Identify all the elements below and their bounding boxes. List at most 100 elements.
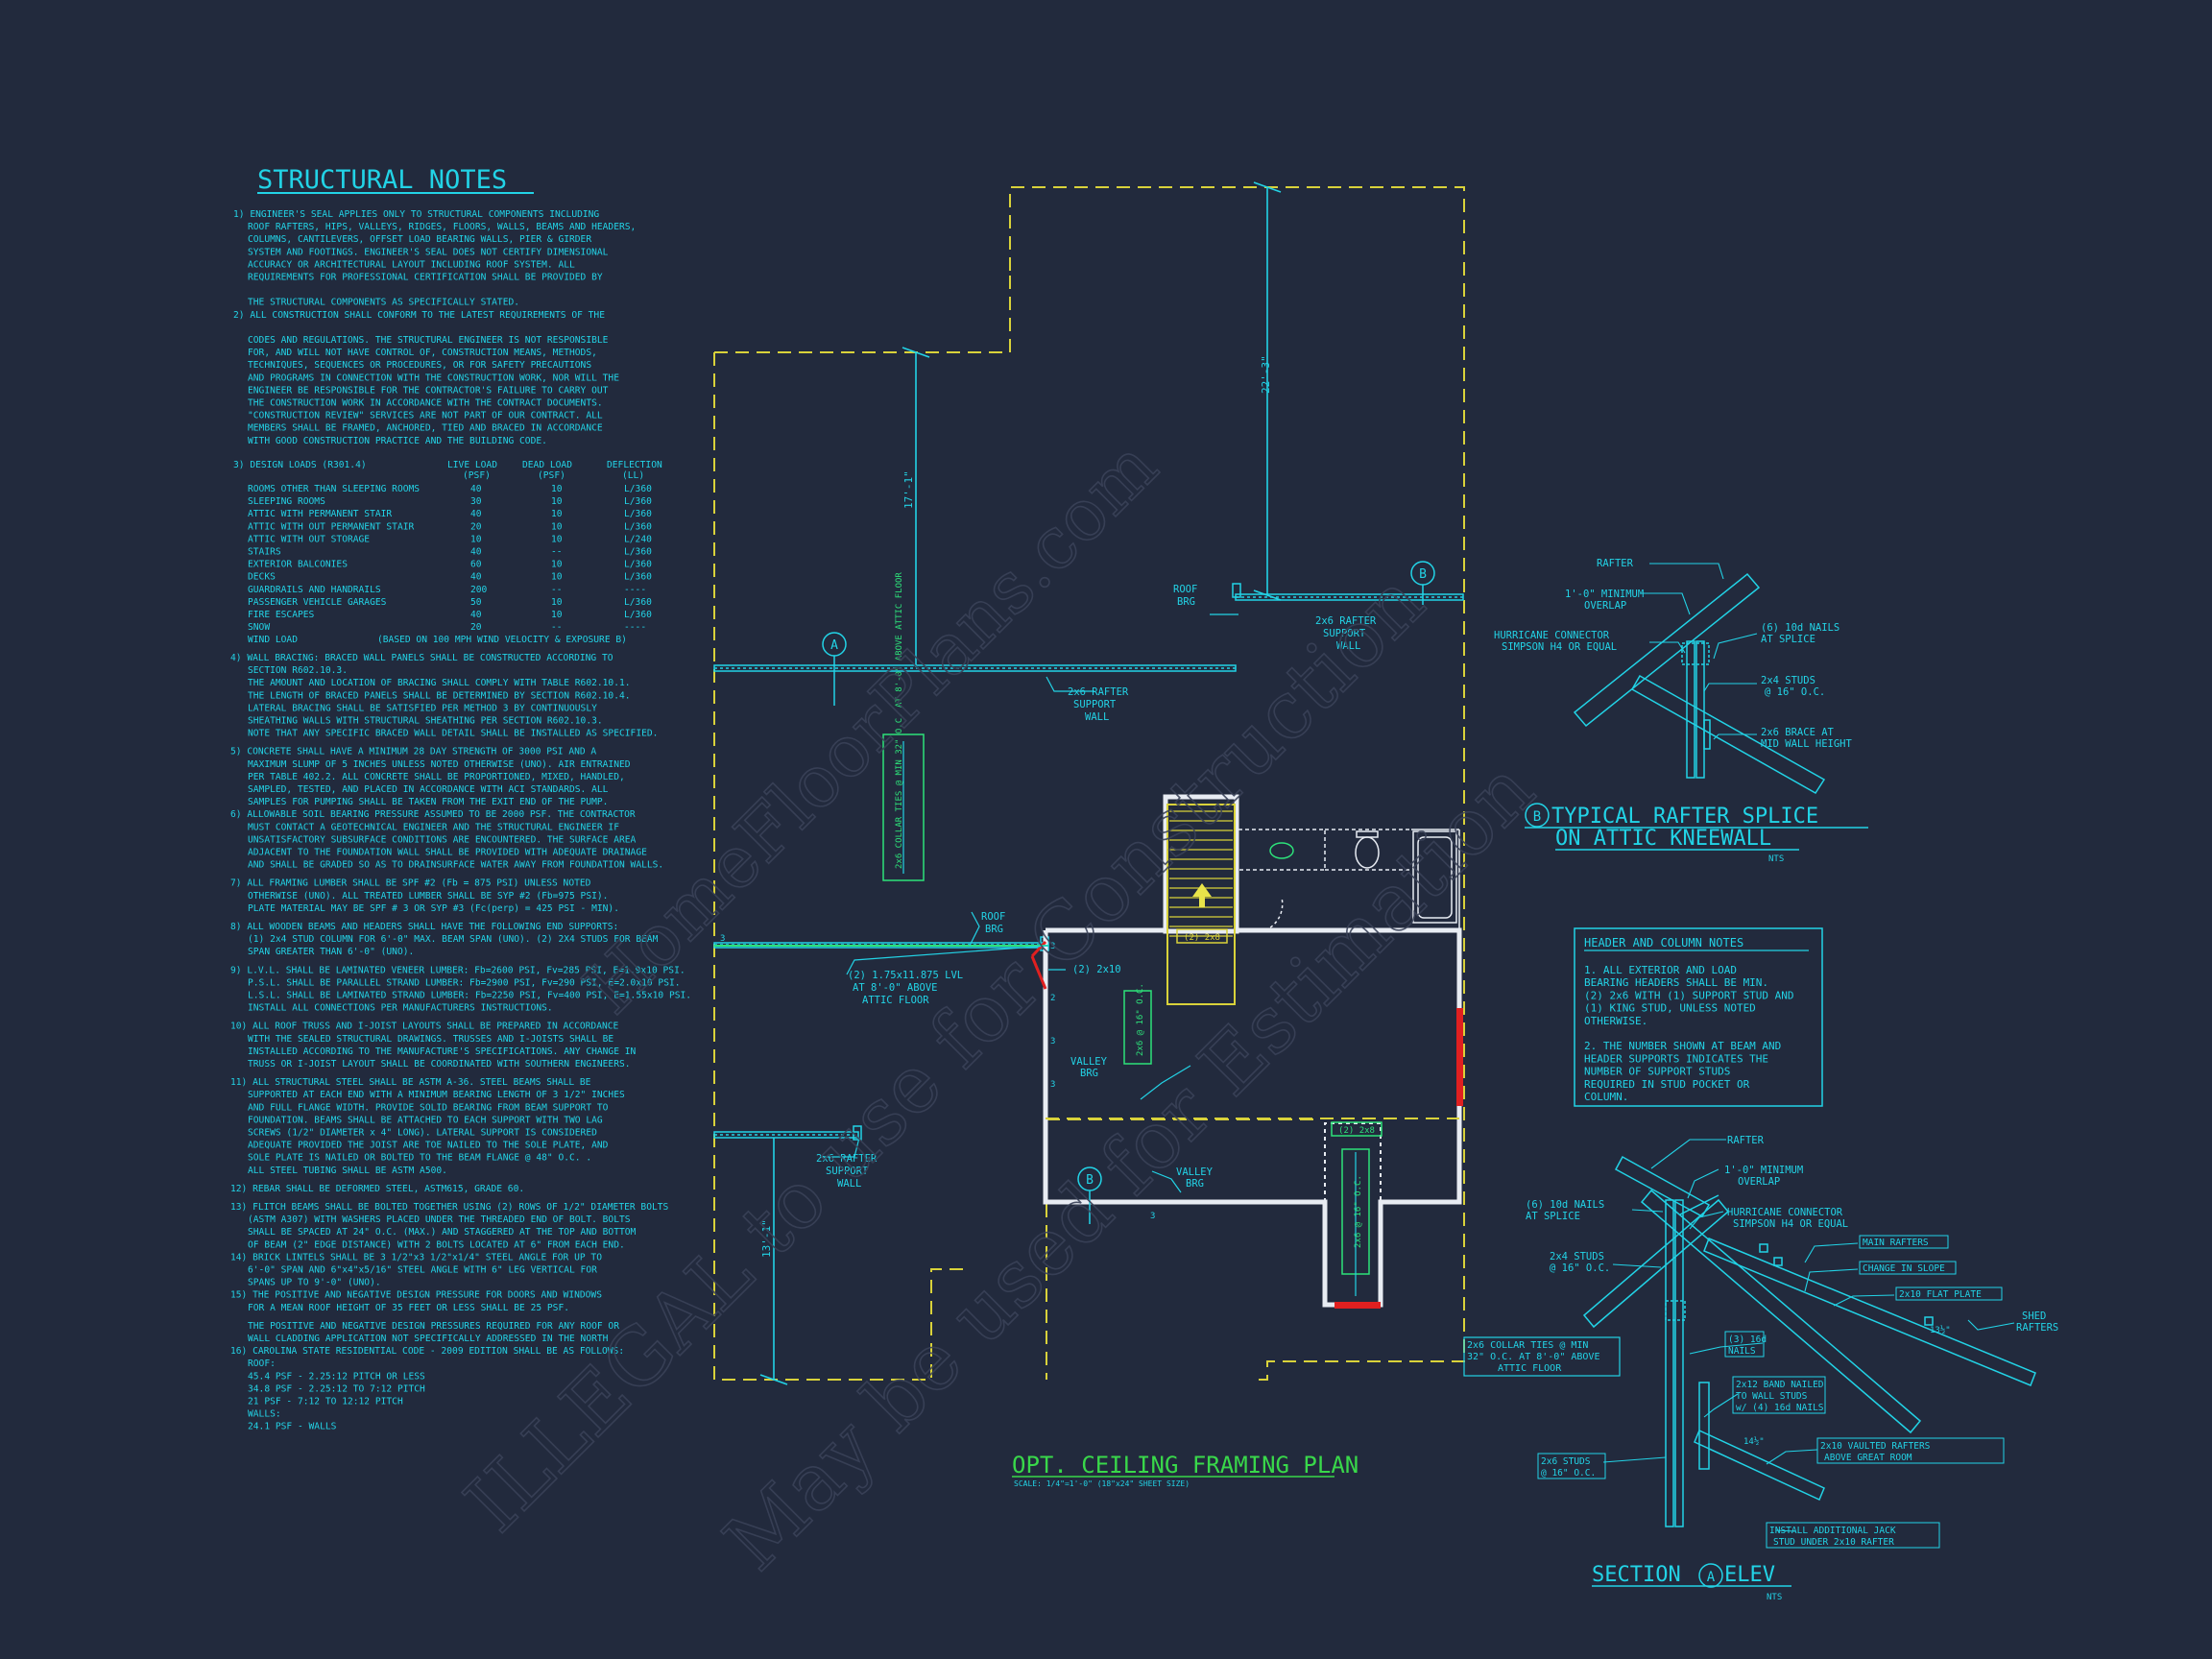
note-line: TRUSS OR I-JOIST LAYOUT SHALL BE COORDIN… — [248, 1059, 631, 1070]
detail-b-nts: NTS — [1768, 854, 1784, 864]
loads-cell: 10 — [551, 509, 563, 519]
section-a-marker-circle — [1698, 1563, 1723, 1588]
section-a-nails2-1: (3) 16d — [1728, 1334, 1767, 1345]
section-a-nails-1: (6) 10d NAILS — [1526, 1199, 1604, 1211]
stud-count-4: 3 — [1050, 1037, 1055, 1046]
stair-header-label: (2) 2x8 — [1184, 933, 1220, 943]
loads-header-cell: DEAD LOAD — [522, 460, 572, 470]
collar-tie-callout: 2x6 COLLAR TIES @ MIN 32" O.C. AT 8'-0" … — [1463, 1336, 1621, 1377]
loads-cell: 40 — [470, 572, 482, 583]
note-line: P.S.L. SHALL BE PARALLEL STRAND LUMBER: … — [248, 977, 681, 988]
loads-cell: L/360 — [624, 484, 652, 494]
note-line: SUPPORTED AT EACH END WITH A MINIMUM BEA… — [248, 1090, 625, 1100]
loads-subheader-cell: (LL) — [622, 470, 644, 481]
note-line: PLATE MATERIAL MAY BE SPF # 3 OR SYP #3 … — [248, 903, 619, 914]
loads-cell: EXTERIOR BALCONIES — [248, 560, 348, 570]
note-line: ROOF: — [248, 1358, 276, 1369]
structural-notes: STRUCTURAL NOTES 1) ENGINEER'S SEAL APPL… — [230, 165, 691, 1432]
detail-b-overlap-1: 1'-0" MINIMUM — [1565, 589, 1644, 600]
note-line: NOTE THAT ANY SPECIFIC BRACED WALL DETAI… — [248, 729, 658, 739]
grid-marker-b-1: B — [1419, 567, 1427, 582]
dim-left-upper: 17'-1" — [902, 470, 915, 509]
lvl-label-b: AT 8'-0" ABOVE — [853, 982, 938, 994]
note-line: 24.1 PSF - WALLS — [248, 1422, 337, 1432]
loads-cell: L/360 — [624, 521, 652, 532]
valley-brg-2a: VALLEY — [1176, 1166, 1214, 1178]
note-line: INSTALL ALL CONNECTIONS PER MANUFACTURER… — [248, 1003, 553, 1014]
loads-cell: GUARDRAILS AND HANDRAILS — [248, 585, 381, 595]
valley-brg-2b: BRG — [1186, 1178, 1204, 1190]
section-a-flat-plate: 2x10 FLAT PLATE — [1899, 1289, 1982, 1300]
loads-cell: L/360 — [624, 572, 652, 583]
note-line: L.S.L. SHALL BE LAMINATED STRAND LUMBER:… — [248, 991, 691, 1001]
detail-b-lines — [1573, 572, 1826, 795]
toilet-bowl-icon — [1355, 836, 1380, 869]
section-a-hurricane-2: SIMPSON H4 OR EQUAL — [1733, 1218, 1848, 1230]
detail-b-studs-1: 2x4 STUDS — [1761, 675, 1815, 686]
note-line: 12) REBAR SHALL BE DEFORMED STEEL, ASTM6… — [230, 1184, 524, 1194]
note-line: 2) ALL CONSTRUCTION SHALL CONFORM TO THE… — [233, 310, 605, 321]
section-a-vaulted-2: ABOVE GREAT ROOM — [1824, 1453, 1912, 1463]
loads-cell: 10 — [551, 534, 563, 544]
loads-cell: 40 — [470, 509, 482, 519]
note-line: AND FULL FLANGE WIDTH. PROVIDE SOLID BEA… — [248, 1102, 609, 1113]
section-a-studs2-1: 2x6 STUDS — [1541, 1456, 1591, 1467]
plan-title: OPT. CEILING FRAMING PLAN — [1012, 1452, 1358, 1479]
loads-cell: ATTIC WITH OUT PERMANENT STAIR — [248, 521, 415, 532]
section-a-nails-2: AT SPLICE — [1526, 1211, 1580, 1222]
detail-b-marker-circle — [1525, 803, 1550, 828]
section-a-overlap-1: 1'-0" MINIMUM — [1724, 1165, 1803, 1176]
loads-cell: L/240 — [624, 534, 652, 544]
note-line: THE CONSTRUCTION WORK IN ACCORDANCE WITH… — [248, 398, 603, 409]
dimension-lines — [759, 181, 1282, 1385]
loads-cell: 10 — [551, 484, 563, 494]
detail-b-hurricane-2: SIMPSON H4 OR EQUAL — [1502, 641, 1617, 653]
detail-b-brace-2: MID WALL HEIGHT — [1761, 738, 1853, 750]
header-note-line: 1. ALL EXTERIOR AND LOAD — [1584, 964, 1737, 976]
note-line: 4) WALL BRACING: BRACED WALL PANELS SHAL… — [230, 653, 613, 663]
notes-block-1: 1) ENGINEER'S SEAL APPLIES ONLY TO STRUC… — [233, 209, 636, 446]
sink-icon — [1269, 842, 1294, 859]
section-a-studs-2: @ 16" O.C. — [1550, 1262, 1610, 1274]
header-note-line: COLUMN. — [1584, 1091, 1628, 1103]
loads-cell: ROOMS OTHER THAN SLEEPING ROOMS — [248, 484, 420, 494]
section-a-rafter: RAFTER — [1727, 1135, 1765, 1146]
section-a-title-left: SECTION — [1592, 1563, 1681, 1587]
note-line: 34.8 PSF - 2.25:12 TO 7:12 PITCH — [248, 1383, 425, 1394]
bath-fixtures — [1238, 829, 1460, 930]
red-diagonal-2 — [1030, 955, 1047, 990]
section-a-band-3: w/ (4) 16d NAILS — [1736, 1403, 1824, 1413]
loads-subheader-cell: (PSF) — [463, 470, 491, 481]
collar-tie-box-3: 2x6 @ 16" O.C. (2) 2x8 — [1331, 1121, 1382, 1296]
note-line: MUST CONTACT A GEOTECHNICAL ENGINEER AND… — [248, 822, 619, 832]
note-line: WITH GOOD CONSTRUCTION PRACTICE AND THE … — [248, 436, 547, 446]
section-a-change-slope: CHANGE IN SLOPE — [1863, 1263, 1945, 1274]
collar-tie-box-1: 2x6 COLLAR TIES @ MIN 32" O.C. AT 8'-0" … — [882, 572, 925, 881]
grid-markers — [822, 561, 1435, 1224]
valley-brg-1a: VALLEY — [1070, 1056, 1108, 1068]
loads-cell: 50 — [470, 597, 482, 608]
note-line: REQUIREMENTS FOR PROFESSIONAL CERTIFICAT… — [248, 273, 603, 283]
detail-b-overlap-2: OVERLAP — [1584, 600, 1626, 612]
wind-load-label: WIND LOAD — [248, 635, 298, 645]
section-a-leaders — [1602, 1139, 2015, 1532]
note-line: CODES AND REGULATIONS. THE STRUCTURAL EN… — [248, 335, 609, 346]
stud-count-3: 2 — [1050, 994, 1055, 1003]
header-note-line: BEARING HEADERS SHALL BE MIN. — [1584, 976, 1768, 989]
detail-b-rafter: RAFTER — [1597, 558, 1634, 569]
loads-cell: ATTIC WITH PERMANENT STAIR — [248, 509, 392, 519]
loads-cell: L/360 — [624, 597, 652, 608]
loads-cell: SLEEPING ROOMS — [248, 496, 325, 507]
note-line: SHEATHING WALLS WITH STRUCTURAL SHEATHIN… — [248, 716, 603, 727]
section-a-jack-2: STUD UNDER 2x10 RAFTER — [1773, 1537, 1894, 1548]
section-a-shed-2: RAFTERS — [2016, 1322, 2058, 1334]
roof-brg-label-1b: BRG — [1177, 596, 1195, 608]
rafter-wall-3b: SUPPORT — [826, 1166, 869, 1177]
loads-cell: ---- — [624, 622, 646, 633]
loads-cell: -- — [551, 547, 563, 558]
rafter-wall-2a: 2x6 RAFTER — [1068, 686, 1129, 698]
rafter-wall-2c: WALL — [1085, 711, 1109, 723]
dim-top: 22'-3" — [1260, 355, 1272, 394]
header-column-notes: HEADER AND COLUMN NOTES 1. ALL EXTERIOR … — [1574, 927, 1823, 1107]
